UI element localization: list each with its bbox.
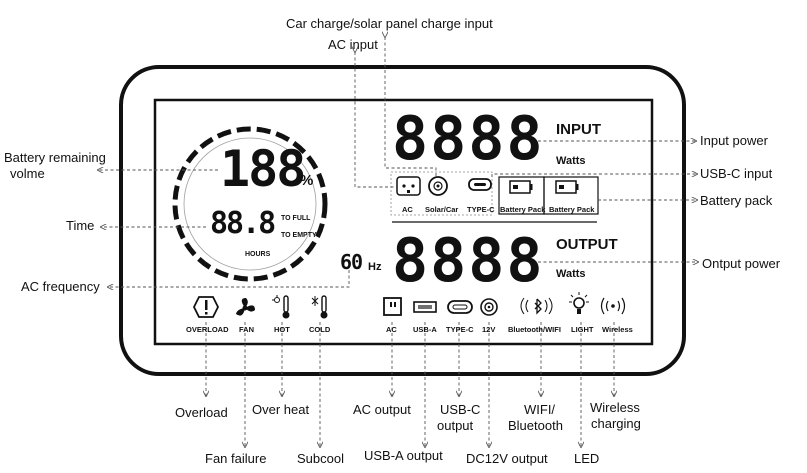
input-icon-ac xyxy=(396,176,421,196)
output-label-ac: AC xyxy=(386,325,397,334)
thermometer-hot-icon xyxy=(272,295,290,319)
output-digits: 8888 xyxy=(392,226,545,296)
output-label-light: LIGHT xyxy=(571,325,594,334)
anno-over-heat: Over heat xyxy=(252,402,310,417)
status-label-fan: FAN xyxy=(239,325,254,334)
input-icon-solar-car xyxy=(428,176,448,196)
hz-unit: Hz xyxy=(368,261,382,273)
anno-output-power: Ontput power xyxy=(702,256,781,271)
anno-usbc-output-2: output xyxy=(437,418,474,433)
leader-lines xyxy=(98,37,698,447)
output-label-wireless: Wireless xyxy=(602,325,633,334)
percent-unit: % xyxy=(300,172,314,189)
hours-label: HOURS xyxy=(245,251,271,258)
anno-led: LED xyxy=(574,451,600,466)
anno-usbc-input: USB-C input xyxy=(700,166,773,181)
hz-digits: 60 xyxy=(340,250,363,274)
input-label-typec: TYPE-C xyxy=(467,205,495,214)
battery-ring-inner xyxy=(183,137,317,271)
status-label-hot: HOT xyxy=(274,325,290,334)
anno-fan-failure: Fan failure xyxy=(205,451,267,466)
input-digits: 8888 xyxy=(392,104,545,174)
input-label-battery-pack-2: Battery Pack xyxy=(549,205,595,214)
output-label-usba: USB-A xyxy=(413,325,437,334)
anno-ac-output: AC output xyxy=(353,402,411,417)
warning-icon xyxy=(192,296,220,318)
input-label-battery-pack-1: Battery Pack xyxy=(500,205,546,214)
anno-wifi-bt-1: WIFI/ xyxy=(524,402,556,417)
anno-usbc-output-1: USB-C xyxy=(440,402,481,417)
anno-battery-remaining-2: volme xyxy=(10,166,45,181)
input-label-ac: AC xyxy=(402,205,413,214)
input-label-solar-car: Solar/Car xyxy=(425,205,459,214)
output-label-bluetooth-wifi: Bluetooth/WIFI xyxy=(508,325,561,334)
input-icon-battery-pack-2 xyxy=(543,176,599,215)
output-icon-12v xyxy=(480,298,498,316)
anno-time: Time xyxy=(66,218,95,233)
battery-ring xyxy=(172,126,328,282)
input-icon-typec xyxy=(468,178,492,191)
bluetooth-wifi-icon xyxy=(520,297,553,315)
output-label-typec: TYPE-C xyxy=(446,325,474,334)
lcd-screen xyxy=(153,98,654,346)
input-title: INPUT xyxy=(556,121,601,138)
device-frame xyxy=(119,65,686,376)
anno-wireless-2: charging xyxy=(591,416,641,431)
to-empty-label: TO EMPTY xyxy=(281,232,317,239)
time-digits: 88.8 xyxy=(210,206,276,241)
anno-usba-output: USB-A output xyxy=(364,448,443,463)
to-full-label: TO FULL xyxy=(281,215,311,222)
fan-icon xyxy=(236,298,255,316)
output-icon-usba xyxy=(413,301,437,313)
status-label-overload: OVERLOAD xyxy=(186,325,229,334)
anno-subcool: Subcool xyxy=(297,451,344,466)
thermometer-cold-icon xyxy=(311,295,328,319)
output-unit: Watts xyxy=(556,268,586,280)
anno-dc12v-output: DC12V output xyxy=(466,451,548,466)
anno-battery-remaining-1: Battery remaining xyxy=(4,150,106,165)
anno-car-solar-input: Car charge/solar panel charge input xyxy=(286,16,493,31)
wireless-charging-icon xyxy=(600,297,626,315)
anno-overload: Overload xyxy=(175,405,228,420)
output-icon-ac xyxy=(383,297,402,316)
anno-ac-input: AC input xyxy=(328,37,378,52)
light-bulb-icon xyxy=(569,292,589,314)
anno-input-power: Input power xyxy=(700,133,768,148)
input-unit: Watts xyxy=(556,155,586,167)
output-title: OUTPUT xyxy=(556,236,618,253)
anno-ac-frequency: AC frequency xyxy=(21,279,100,294)
anno-wifi-bt-2: Bluetooth xyxy=(508,418,563,433)
anno-battery-pack: Battery pack xyxy=(700,193,773,208)
status-label-cold: COLD xyxy=(309,325,331,334)
anno-wireless-1: Wireless xyxy=(590,400,640,415)
output-label-12v: 12V xyxy=(482,325,496,334)
output-icon-typec xyxy=(447,300,473,314)
battery-percent-digits: 188 xyxy=(220,140,306,198)
